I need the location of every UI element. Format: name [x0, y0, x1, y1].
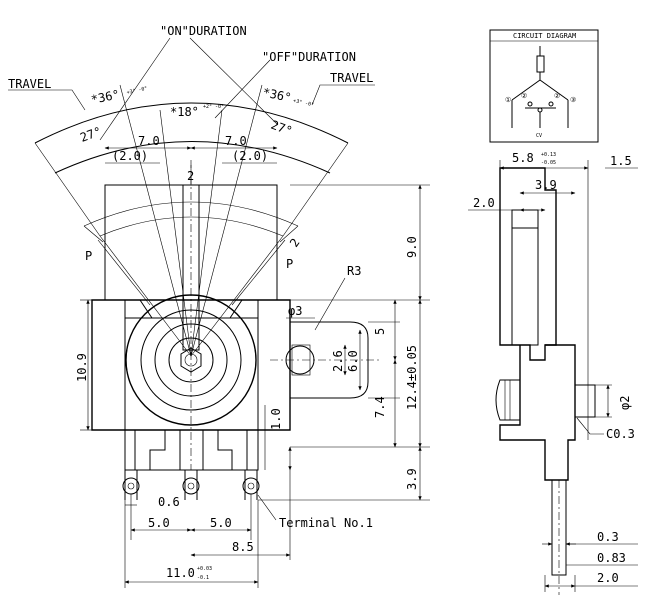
dim-3-9-side-label: 3.9: [535, 178, 557, 192]
dim-8-5-label: 8.5: [232, 540, 254, 554]
dim-1-5-label: 1.5: [610, 154, 632, 168]
radius-r3-label: R3: [347, 264, 361, 278]
dim-10-9-label: 10.9: [75, 353, 89, 382]
body-outline: [91, 184, 291, 471]
travel-angle-right: *36°: [261, 85, 292, 105]
dim-11-0-tol-upper: +0.03: [197, 566, 212, 572]
dim-2-0-side-label: 2.0: [473, 196, 495, 210]
angle-27-right: 27°: [269, 118, 294, 139]
side-view: 5.8 +0.13 -0.05 1.5 3.9 2.0 φ2 C0.3 0.3 …: [468, 151, 638, 595]
dim-5-8-label: 5.8: [512, 151, 534, 165]
pin-mid-right: ②: [554, 92, 560, 100]
chamfer-label: C0.3: [606, 427, 635, 441]
dim-2-0-bottom-label: 2.0: [597, 571, 619, 585]
travel-angle-left-tol: +3° -0°: [126, 86, 148, 96]
dim-11-0-tol-lower: -0.1: [197, 575, 209, 581]
terminal-label: Terminal No.1: [279, 516, 373, 530]
circuit-diagram: CIRCUIT DIAGRAM ① ③ ② ② CV: [489, 29, 599, 143]
center-angle-tol: +2° -0°: [203, 104, 224, 110]
dim-0-83-label: 0.83: [597, 551, 626, 565]
travel-right-label: TRAVEL: [330, 71, 373, 85]
dim-phi3-label: φ3: [288, 304, 302, 318]
travel-left-label: TRAVEL: [8, 77, 51, 91]
dim-9-label: 9.0: [405, 236, 419, 258]
pin-bottom: CV: [536, 133, 542, 139]
center-angle: *18°: [170, 105, 199, 119]
dim-7-right: 7.0: [225, 134, 247, 148]
dim-0-3-label: 0.3: [597, 530, 619, 544]
dim-2-right: (2.0): [232, 149, 268, 163]
mounting-tab: [270, 321, 380, 399]
dim-5-label: 5: [373, 328, 387, 335]
dim-3-9-label: 3.9: [405, 468, 419, 490]
dim-5-0-left-label: 5.0: [148, 516, 170, 530]
dim-6-0-label: 6.0: [346, 350, 360, 372]
on-duration-label: "ON"DURATION: [160, 24, 247, 38]
dimension-lines: [80, 146, 430, 588]
dim-0-6-label: 0.6: [158, 495, 180, 509]
off-duration-label: "OFF"DURATION: [262, 50, 356, 64]
dim-knob-2: 2: [187, 169, 194, 183]
angle-27-left: 27°: [78, 124, 103, 145]
p-left-label: P: [85, 249, 92, 263]
dim-2-left: (2.0): [112, 149, 148, 163]
dim-phi2-label: φ2: [618, 396, 632, 410]
dim-7-left: 7.0: [138, 134, 160, 148]
travel-angle-left: *36°: [90, 87, 121, 107]
dim-7-4-label: 7.4: [373, 396, 387, 418]
circuit-diagram-title: CIRCUIT DIAGRAM: [513, 32, 576, 40]
front-labels: "ON"DURATION "OFF"DURATION TRAVEL TRAVEL…: [8, 24, 419, 581]
dim-1-0-label: 1.0: [269, 408, 283, 430]
dim-11-0-label: 11.0: [166, 566, 195, 580]
dim-12-4-label: 12.4±0.05: [405, 345, 419, 410]
pin-mid-left: ②: [521, 92, 527, 100]
pin-right: ③: [570, 96, 576, 104]
pin-left: ①: [505, 96, 511, 104]
dim-5-8-tol-lower: -0.05: [541, 160, 556, 166]
front-view: "ON"DURATION "OFF"DURATION TRAVEL TRAVEL…: [8, 24, 430, 588]
dim-arc-2: 2: [287, 236, 303, 250]
dim-2-6-label: 2.6: [331, 350, 345, 372]
travel-angle-right-tol: +3° -0°: [293, 98, 315, 108]
p-right-label: P: [286, 257, 293, 271]
dim-5-0-right-label: 5.0: [210, 516, 232, 530]
travel-arcs: [8, 37, 375, 470]
dim-5-8-tol-upper: +0.13: [541, 152, 556, 158]
